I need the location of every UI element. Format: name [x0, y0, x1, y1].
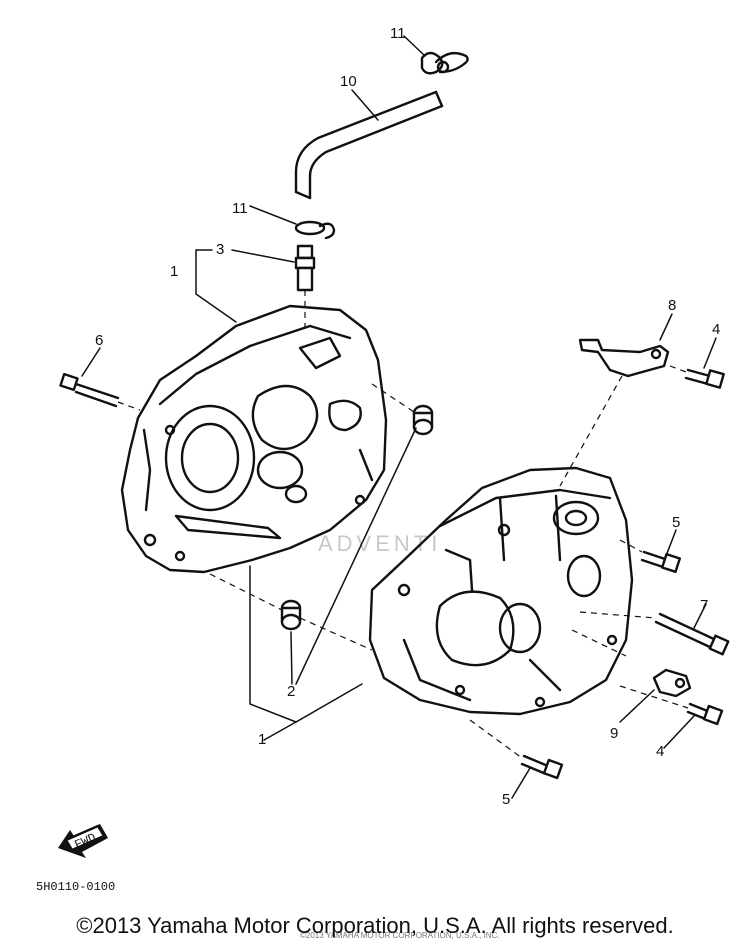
callout-1-left: 1 [170, 263, 178, 280]
drawing-number: 5H0110-0100 [36, 880, 115, 894]
part-8-bracket-plate[interactable] [578, 338, 670, 378]
part-6-bolt[interactable] [59, 372, 120, 408]
right-crankcase-half[interactable] [368, 466, 634, 716]
left-crankcase-half[interactable] [120, 304, 388, 574]
part-7-long-bolt[interactable] [654, 612, 730, 656]
part-9-clamp[interactable] [652, 668, 692, 698]
footnote: ©2013 YAMAHA MOTOR CORPORATION, U.S.A., … [300, 931, 500, 940]
fwd-arrow-icon: FWD [58, 824, 108, 858]
callout-1-lower: 1 [258, 731, 266, 748]
callout-4-lower: 4 [656, 743, 664, 760]
callout-9: 9 [610, 725, 618, 742]
callout-6: 6 [95, 332, 103, 349]
part-4-bolt-lower[interactable] [686, 702, 724, 726]
callout-11-top: 11 [390, 25, 406, 42]
part-3-breather-fitting[interactable] [294, 244, 316, 292]
callout-10: 10 [340, 73, 357, 90]
callout-8: 8 [668, 297, 676, 314]
part-11-lower-clip[interactable] [294, 220, 336, 240]
callout-2: 2 [287, 683, 295, 700]
part-4-bolt-upper[interactable] [684, 368, 725, 389]
part-2-dowel-upper[interactable] [412, 404, 434, 436]
callout-5-bottom: 5 [502, 791, 510, 808]
part-5-bolt-bottom[interactable] [520, 754, 564, 780]
part-10-hose[interactable] [294, 90, 444, 200]
part-11-top-clip[interactable] [420, 51, 469, 75]
callout-7: 7 [700, 597, 708, 614]
watermark: ADVENTI [318, 531, 441, 556]
callout-3: 3 [216, 241, 224, 258]
callout-11-lower: 11 [232, 200, 248, 217]
part-2-dowel-lower[interactable] [280, 599, 302, 631]
callout-5-middle: 5 [672, 514, 680, 531]
part-5-bolt-middle[interactable] [640, 550, 682, 574]
copyright-notice: ©2013 Yamaha Motor Corporation, U.S.A. A… [76, 913, 674, 938]
callout-4-upper: 4 [712, 321, 720, 338]
